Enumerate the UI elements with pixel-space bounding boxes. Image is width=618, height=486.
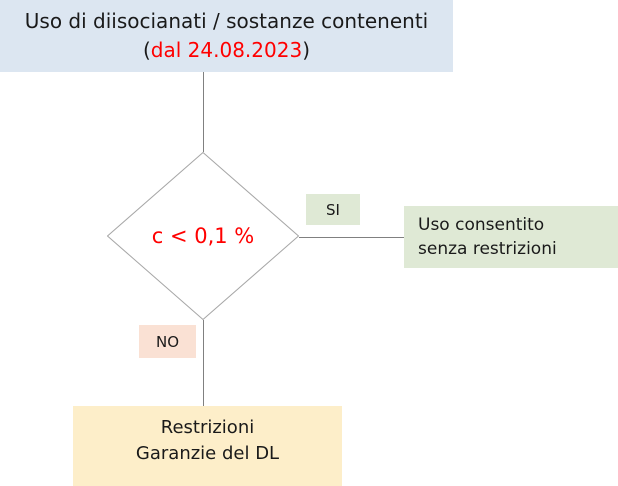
decision-node-label: c < 0,1 % [151, 224, 255, 248]
edge-label-yes: SI [306, 194, 360, 225]
start-node: Uso di diisocianati / sostanze contenent… [0, 0, 453, 72]
effective-date-highlight: dal 24.08.2023 [150, 38, 303, 62]
start-node-line-1: Uso di diisocianati / sostanze contenent… [24, 9, 429, 33]
edge-label-no: NO [139, 325, 196, 358]
outcome-yes-line-2: senza restrizioni [418, 239, 557, 259]
connector-decision-to-no [203, 320, 204, 406]
connector-start-to-decision [203, 72, 204, 152]
start-node-line-2: (dal 24.08.2023) [143, 36, 310, 65]
paren-close: ) [302, 38, 310, 62]
outcome-yes-node: Uso consentito senza restrizioni [404, 206, 618, 268]
outcome-yes-line-1: Uso consentito [418, 215, 545, 235]
paren-open: ( [142, 38, 151, 62]
decision-node: c < 0,1 % [107, 152, 299, 320]
diamond-shape [107, 152, 299, 320]
outcome-no-node: Restrizioni Garanzie del DL [73, 406, 342, 486]
connector-decision-to-yes [299, 237, 404, 238]
outcome-no-line-2: Garanzie del DL [135, 443, 280, 464]
outcome-no-line-1: Restrizioni [160, 417, 255, 438]
